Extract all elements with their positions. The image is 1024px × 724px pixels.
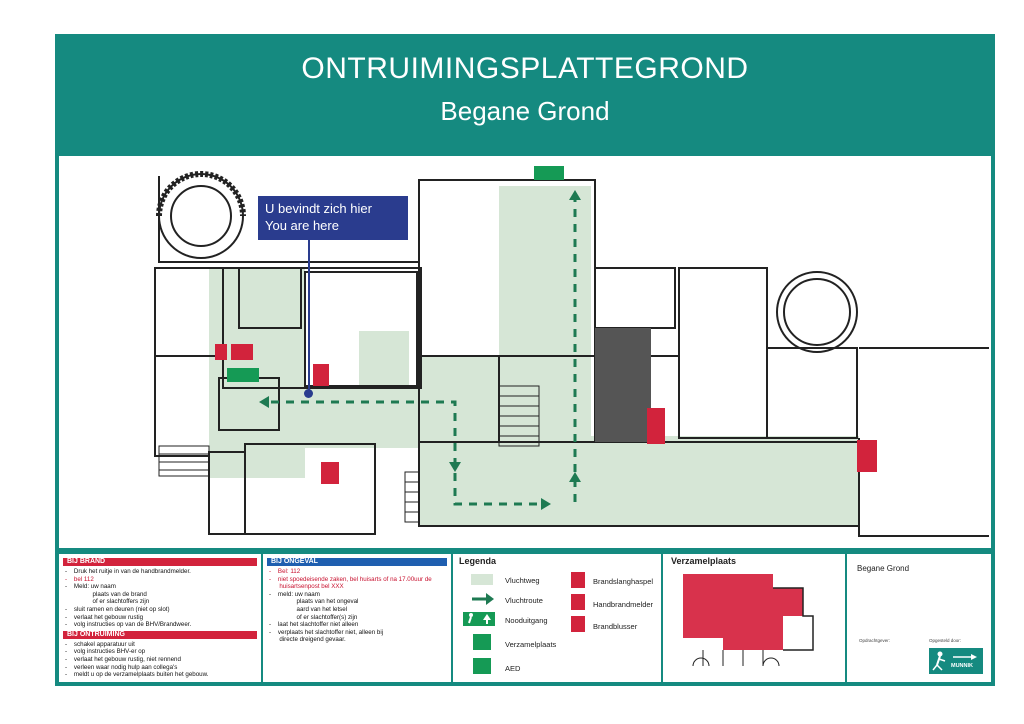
- list-item: - Bel: 112: [269, 568, 301, 575]
- legend-aed-label: AED: [505, 664, 521, 673]
- escape-area: [209, 186, 859, 526]
- fire-equipment-sign: [647, 408, 665, 444]
- nooduitgang-icon: [463, 612, 495, 626]
- panel-info: Begane Grond Opdrachtgever: Opgesteld do…: [847, 554, 991, 682]
- vluchtweg-swatch: [471, 574, 493, 585]
- munnik-logo: MUNNIK: [929, 648, 983, 674]
- opdrachtgever-label: Opdrachtgever:: [859, 638, 891, 643]
- you-are-here-dot: [304, 389, 313, 398]
- list-item: aard van het letsel: [269, 605, 348, 613]
- you-are-here-pointer: [308, 240, 310, 392]
- stairs: [158, 385, 540, 523]
- round-feature-right: [776, 271, 858, 353]
- panel-bij-brand: BIJ BRAND - Druk het ruitje in van de ha…: [59, 554, 261, 682]
- list-item: - niet spoedeisende zaken, bel huisarts …: [269, 575, 432, 583]
- fire-alarm-sign: [215, 344, 227, 360]
- brandblusser-icon: [571, 616, 585, 632]
- list-item: - volg instructies BHV-er op: [65, 648, 146, 656]
- legend-brandslanghaspel-label: Brandslanghaspel: [593, 577, 654, 586]
- list-item: - Meld: uw naam: [65, 583, 116, 591]
- list-item: - Druk het ruitje in van de handbrandmel…: [65, 568, 191, 575]
- list-item: - verplaats het slachtoffer niet, alleen…: [269, 628, 384, 636]
- list-item: - bel 112: [65, 575, 94, 583]
- list-item: - meld: uw naam: [269, 590, 320, 598]
- list-item: - meldt u op de verzamelplaats buiten he…: [65, 671, 209, 679]
- legend-handbrandmelder-label: Handbrandmelder: [593, 600, 654, 609]
- brandslanghaspel-icon: [571, 572, 585, 588]
- list-item: plaats van de brand: [65, 590, 147, 598]
- you-are-here-label: U bevindt zich hier You are here: [258, 196, 408, 240]
- legend-verzamelplaats-label: Verzamelplaats: [505, 640, 557, 649]
- verzamelplaats-icon: [473, 634, 491, 650]
- list-item: - volg instructies op van de BHV/Brandwe…: [65, 621, 192, 629]
- list-item: - verlaat het gebouw rustig, niet rennen…: [65, 655, 181, 663]
- handbrandmelder-icon: [571, 594, 585, 610]
- bij-brand-bar: BIJ BRAND: [63, 558, 257, 566]
- you-are-here-nl: U bevindt zich hier: [265, 201, 372, 216]
- floor-plan-drawing: [154, 171, 989, 537]
- list-item: - sluit ramen en deuren (niet op slot): [65, 605, 170, 613]
- legend-nooduitgang-label: Nooduitgang: [505, 616, 548, 625]
- fire-hose-sign: [313, 364, 329, 386]
- emergency-exit-sign-left: [227, 368, 259, 382]
- list-item: of er slachtoffer(s) zijn: [269, 613, 358, 621]
- legend-vluchtweg-label: Vluchtweg: [505, 576, 540, 585]
- bij-ongeval-heading: BIJ ONGEVAL: [271, 558, 318, 565]
- list-item: - verlaat het gebouw rustig: [65, 613, 144, 621]
- evacuation-plan-sheet: ONTRUIMINGSPLATTEGROND Begane Grond: [55, 34, 995, 686]
- ontruiming-heading: BIJ ONTRUIMING: [67, 630, 125, 638]
- list-item: directe dreigend gevaar.: [269, 636, 346, 644]
- panel-verzamelplaats: Verzamelplaats: [663, 554, 845, 682]
- plan-title: ONTRUIMINGSPLATTEGROND: [301, 52, 749, 85]
- info-title: Begane Grond: [857, 564, 910, 573]
- floor-plan: [59, 156, 991, 548]
- verzamelplaats-title: Verzamelplaats: [671, 556, 737, 566]
- panel-legenda: Legenda Vluchtweg Vluchtroute Nooduitgan…: [453, 554, 661, 682]
- legenda-title: Legenda: [459, 556, 497, 566]
- fire-extinguisher-sign: [231, 344, 253, 360]
- legend-brandblusser-label: Brandblusser: [593, 622, 638, 631]
- round-stair-left: [156, 171, 246, 259]
- legend-vluchtroute-label: Vluchtroute: [505, 596, 543, 605]
- bij-ongeval-bar: BIJ ONGEVAL: [267, 558, 447, 566]
- route-arrows: [259, 190, 581, 510]
- opgesteld-door-label: Opgesteld door:: [929, 638, 962, 643]
- fire-equipment-sign: [857, 440, 877, 472]
- list-item: huisartsenpost bel XXX: [269, 583, 344, 591]
- fire-hose-sign: [321, 462, 339, 484]
- bij-brand-list: - Druk het ruitje in van de handbrandmel…: [65, 568, 261, 629]
- list-item: - laat het slachtoffer niet alleen: [269, 621, 359, 629]
- verzamelplaats-map: [683, 574, 814, 667]
- toilet-block: [595, 328, 651, 442]
- aed-icon: [473, 658, 491, 674]
- escape-route: [271, 196, 577, 506]
- ontruiming-bar: BIJ ONTRUIMING: [63, 630, 257, 639]
- bij-brand-heading: BIJ BRAND: [67, 558, 106, 565]
- list-item: - schakel apparatuur uit: [65, 640, 135, 648]
- panel-bij-ongeval: BIJ ONGEVAL - Bel: 112 - niet spoedeisen…: [263, 554, 451, 682]
- you-are-here-en: You are here: [265, 218, 339, 233]
- plan-subtitle: Begane Grond: [440, 96, 610, 126]
- list-item: - verleen waar nodig hulp aan collega's: [65, 663, 178, 671]
- logo-text: MUNNIK: [951, 663, 973, 669]
- list-item: of er slachtoffers zijn: [65, 598, 150, 606]
- emergency-exit-sign-top: [534, 166, 564, 180]
- list-item: plaats van het ongeval: [269, 598, 359, 606]
- ontruiming-list: - schakel apparatuur uit - volg instruct…: [65, 641, 261, 679]
- vluchtroute-arrow-icon: [472, 593, 494, 605]
- bij-ongeval-list: - Bel: 112 - niet spoedeisende zaken, be…: [269, 568, 451, 644]
